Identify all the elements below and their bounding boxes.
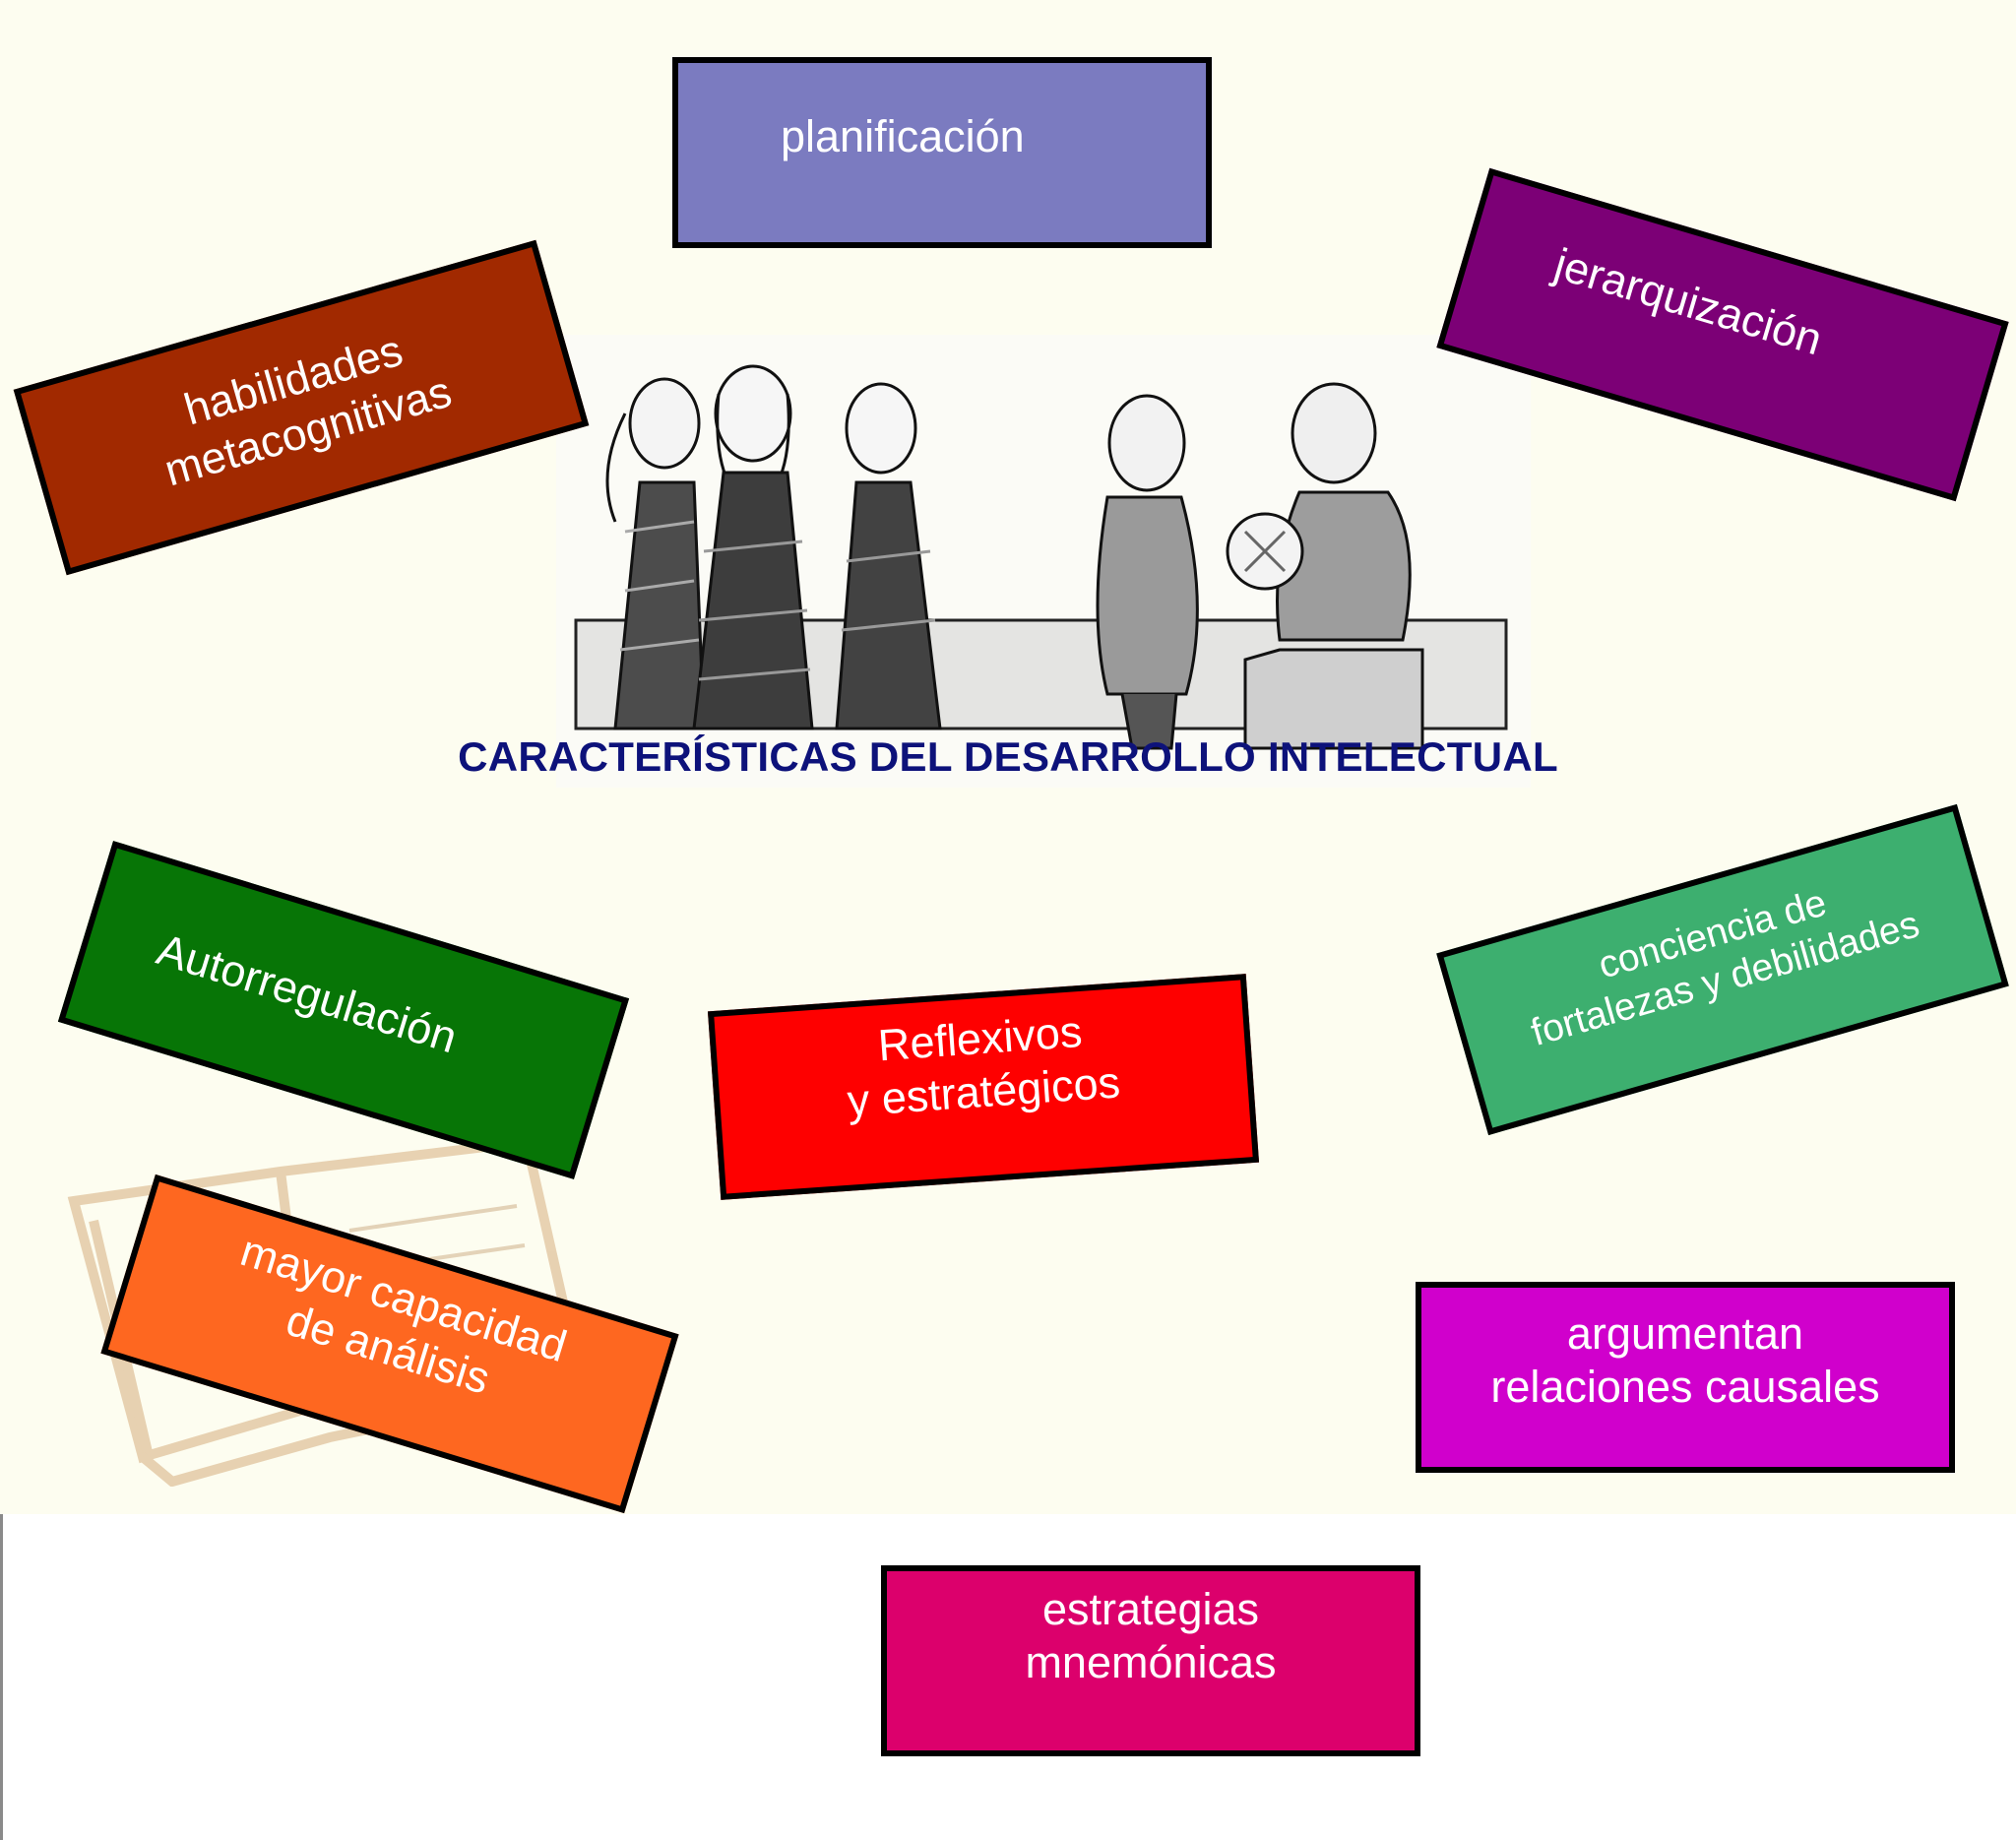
students-group-sketch bbox=[556, 335, 1531, 788]
slide-edge-divider bbox=[0, 1514, 3, 1840]
card-autorregulacion-text: Autorregulación bbox=[151, 923, 464, 1063]
card-planificacion: planificación bbox=[672, 57, 1212, 248]
card-estrategias-text: estrategias mnemónicas bbox=[1025, 1584, 1277, 1687]
card-reflexivos-text: Reflexivos y estratégicos bbox=[846, 1005, 1122, 1126]
diagram-title: CARACTERÍSTICAS DEL DESARROLLO INTELECTU… bbox=[458, 733, 1558, 780]
card-estrategias-mnemonicas: estrategias mnemónicas bbox=[881, 1565, 1420, 1756]
card-argumentan-relaciones: argumentan relaciones causales bbox=[1416, 1282, 1955, 1473]
card-jerarquizacion-text: jerarquización bbox=[1548, 238, 1828, 365]
card-reflexivos-estrategicos: Reflexivos y estratégicos bbox=[707, 974, 1260, 1200]
card-argumentan-text: argumentan relaciones causales bbox=[1490, 1308, 1880, 1412]
card-planificacion-text: planificación bbox=[781, 111, 1025, 161]
